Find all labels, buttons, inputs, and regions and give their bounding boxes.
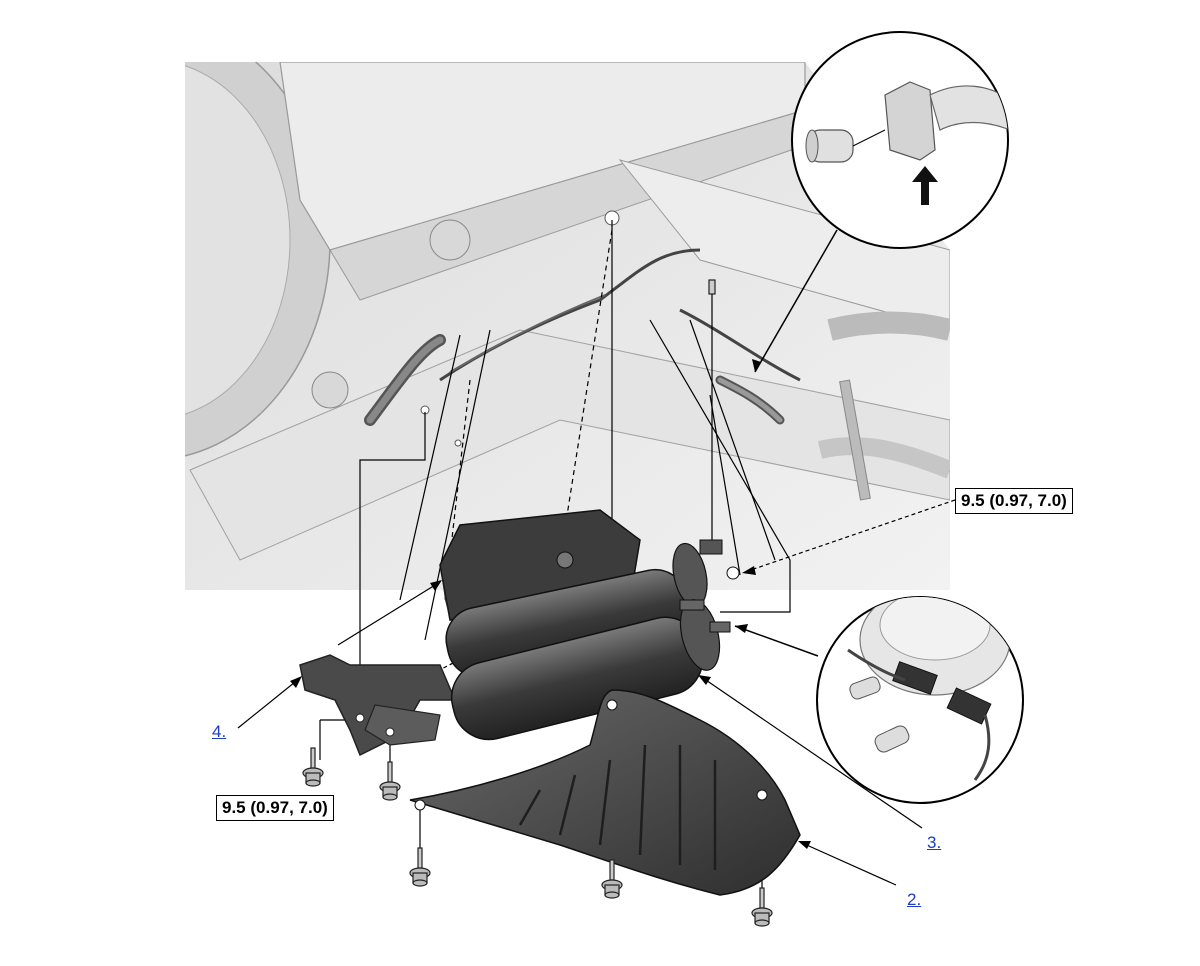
callout-leader-3 (699, 675, 923, 829)
detail-leader-2-arrow (735, 624, 748, 633)
callout-link-item-2[interactable]: 2. (907, 890, 922, 909)
callout-leader-4b (337, 581, 441, 646)
torque-leader-upper-arrow (742, 566, 756, 575)
callout-leader-2 (799, 841, 897, 886)
detail-view-hose-connector (791, 31, 1009, 249)
mounting-bolts (302, 279, 773, 927)
bolt-stud (708, 279, 716, 295)
torque-spec-upper: 9.5 (0.97, 7.0) (955, 488, 1073, 514)
bolt (601, 859, 623, 899)
bolt (751, 887, 773, 927)
detail-view-electrical-connector (816, 596, 1024, 804)
detail-leader-1-arrow (752, 359, 761, 372)
bolt (302, 747, 324, 787)
detail-leader-1 (754, 229, 838, 373)
bolt (379, 761, 401, 801)
callout-leader-4-arrow (290, 676, 302, 688)
evap-canister (439, 509, 740, 741)
torque-spec-lower: 9.5 (0.97, 7.0) (216, 795, 334, 821)
callout-link-item-4[interactable]: 4. (212, 722, 227, 741)
callout-leader-2-arrow (798, 841, 811, 849)
canister-shield (409, 689, 801, 896)
canister-bracket (299, 654, 457, 757)
bolt (409, 847, 431, 887)
callout-leader-3-arrow (698, 675, 711, 685)
callout-leader-4b-arrow (430, 580, 442, 591)
detail-leader-2 (734, 625, 819, 657)
callout-link-item-3[interactable]: 3. (927, 833, 942, 852)
callout-leader-4 (237, 677, 301, 729)
torque-leader-upper (744, 499, 956, 573)
